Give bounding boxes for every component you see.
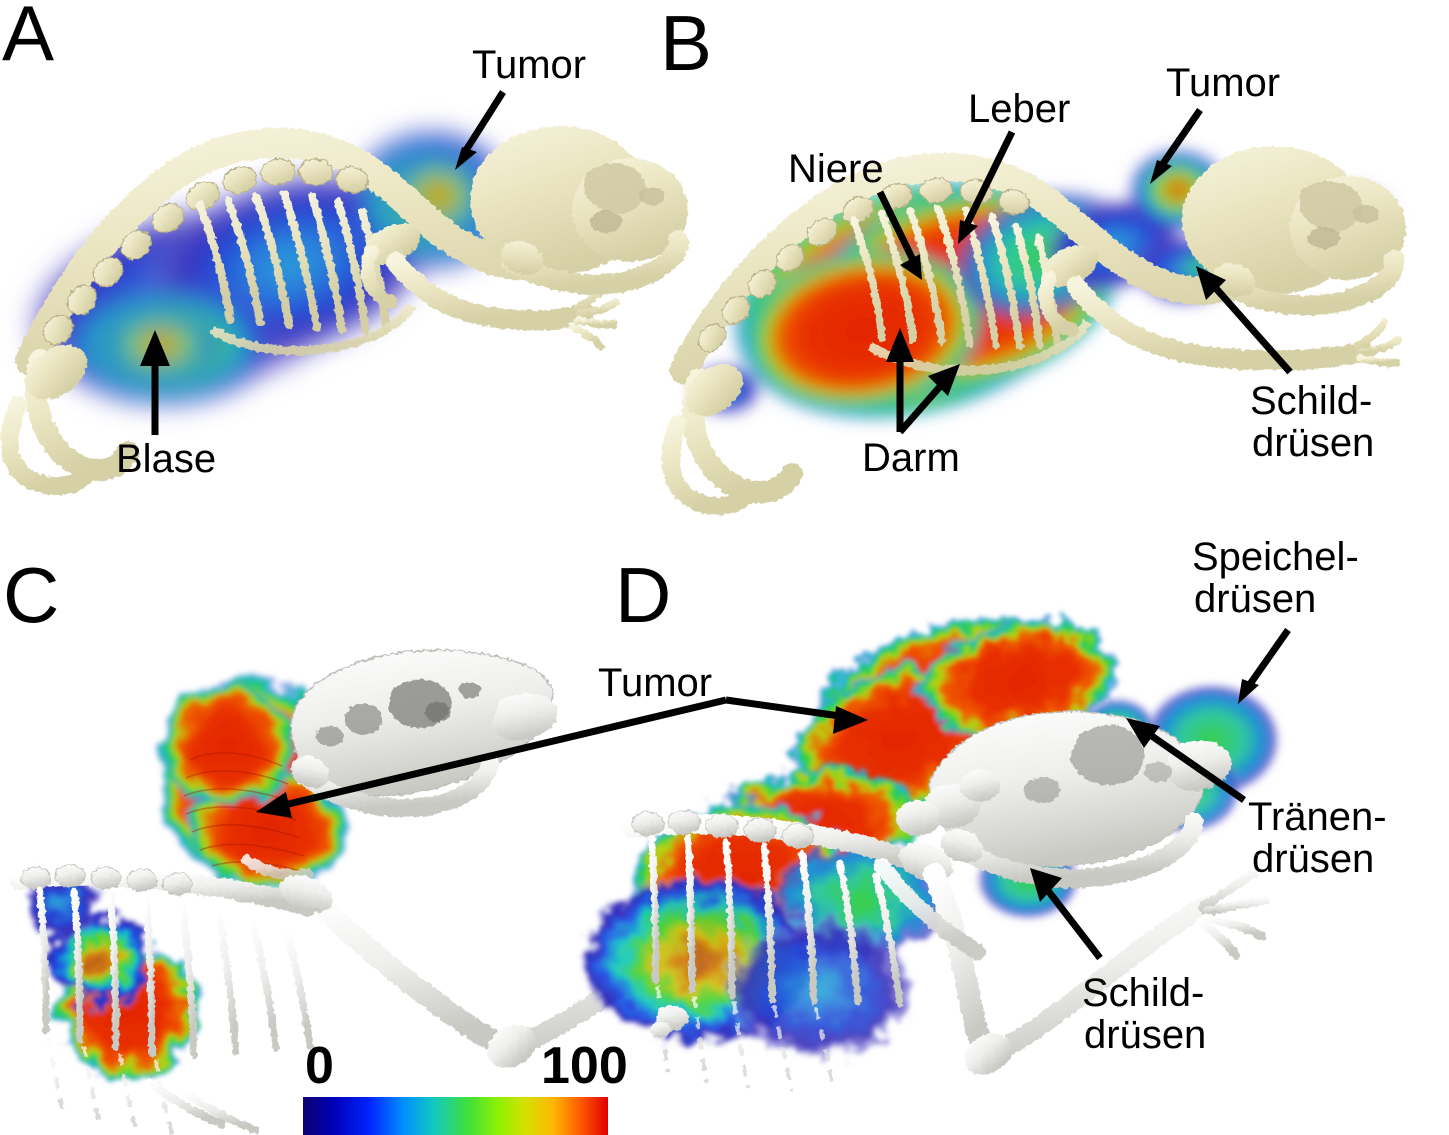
colorbar-min-label: 0: [305, 1037, 334, 1095]
label-tumor-panel-cd: Tumor: [598, 661, 713, 705]
label-schilddruesen-line2-panel-b: drüsen: [1252, 421, 1375, 465]
label-darm-panel-b: Darm: [862, 436, 960, 480]
label-blase-panel-a: Blase: [116, 437, 217, 481]
label-schilddruesen-line2-panel-d: drüsen: [1084, 1013, 1207, 1057]
label-tumor-panel-b: Tumor: [1166, 61, 1281, 105]
colorbar-max-label: 100: [541, 1037, 628, 1095]
colorbar-gradient: [303, 1097, 608, 1135]
panel-c-image: [10, 649, 843, 1135]
panel-letter-c: C: [3, 551, 60, 639]
label-leber-panel-b: Leber: [968, 87, 1071, 131]
annotation-arrows: [140, 90, 1293, 961]
panel-d-image: [580, 615, 1282, 1093]
label-speicheldruesen-line1-panel-d: Speichel-: [1192, 535, 1359, 579]
panel-a-image: [0, 126, 689, 496]
label-niere-panel-b: Niere: [788, 147, 884, 191]
label-speicheldruesen-line2-panel-d: drüsen: [1194, 577, 1317, 621]
panel-letter-b: B: [660, 0, 713, 87]
panel-a-skeleton: [0, 126, 689, 496]
label-tumor-panel-a: Tumor: [472, 43, 587, 87]
label-traenendruesen-line2-panel-d: drüsen: [1252, 837, 1375, 881]
panel-letter-d: D: [615, 551, 672, 639]
label-schilddruesen-line1-panel-b: Schild-: [1250, 379, 1373, 423]
label-schilddruesen-line1-panel-d: Schild-: [1082, 971, 1205, 1015]
label-traenendruesen-line1-panel-d: Tränen-: [1248, 795, 1387, 839]
panel-c-tumor-heat: [158, 675, 348, 892]
panel-d-skeleton: [622, 711, 1271, 1093]
panel-d-body-heat: [580, 767, 950, 1060]
panel-letter-a: A: [2, 0, 55, 77]
